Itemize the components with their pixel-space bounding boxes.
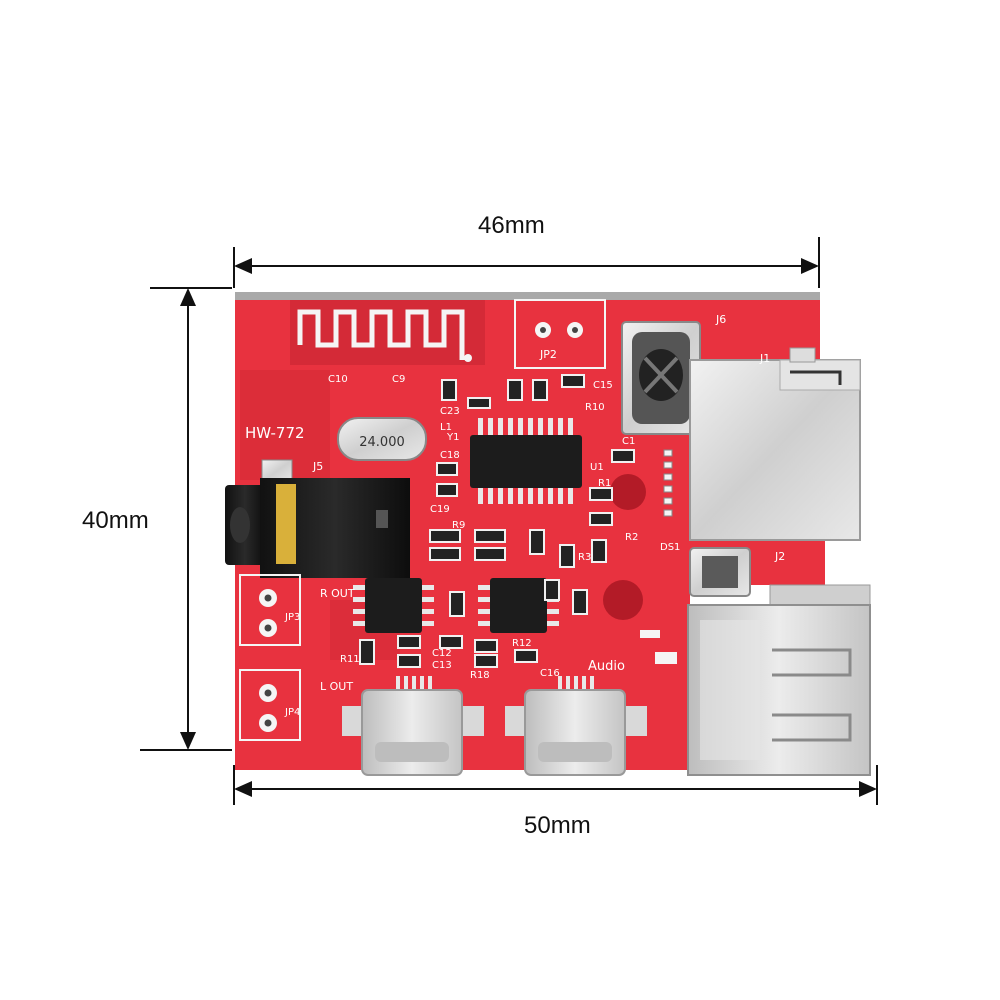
dimension-top: [233, 237, 820, 288]
j1-label: J1: [759, 352, 770, 365]
amplifier-chip-left: [353, 578, 434, 633]
r9-label: R9: [452, 520, 465, 531]
c18-label: C18: [440, 450, 460, 461]
r1-label: R1: [598, 478, 611, 489]
c19-label: C19: [430, 504, 450, 515]
r10-label: R10: [585, 402, 605, 413]
j5-label: J5: [312, 460, 323, 473]
dimension-bottom-label: 50mm: [524, 812, 591, 839]
audio-label: Audio: [588, 659, 625, 674]
crystal-oscillator: 24.000: [337, 417, 427, 461]
mounting-hole: [603, 580, 643, 620]
usb-a-port: [687, 584, 871, 776]
dimension-bottom: [233, 765, 878, 805]
bluetooth-chip: [470, 418, 582, 504]
dimension-top-label: 46mm: [478, 212, 545, 239]
jp2-pads: [514, 299, 606, 369]
micro-usb-port-left: [342, 676, 484, 776]
sd-card-slot: [663, 347, 861, 541]
micro-usb-port-right: [505, 676, 647, 776]
tactile-switch: [621, 321, 701, 435]
c12-label: C12: [432, 648, 452, 659]
smd-components: [359, 374, 677, 668]
l-out-label: L OUT: [320, 680, 353, 693]
dimension-height-label: 40mm: [82, 507, 149, 534]
mounting-hole: [610, 474, 646, 510]
y1-label: Y1: [446, 432, 459, 443]
model-label: HW-772: [245, 424, 305, 442]
c15-label: C15: [593, 380, 613, 391]
dimension-left: [140, 287, 232, 751]
jp3-label: JP3: [284, 612, 300, 623]
audio-jack: [225, 459, 410, 578]
l1-label: L1: [440, 422, 452, 433]
r-out-label: R OUT: [320, 587, 355, 600]
crystal-marking: 24.000: [359, 435, 405, 450]
c9-label: C9: [392, 374, 405, 385]
c16-label: C16: [540, 668, 560, 679]
c13-label: C13: [432, 660, 452, 671]
c1-label: C1: [622, 436, 635, 447]
r3-label: R3: [578, 552, 591, 563]
r2-label: R2: [625, 532, 638, 543]
output-pads: [239, 574, 301, 741]
j6-label: J6: [715, 313, 726, 326]
ds1-label: DS1: [660, 542, 680, 553]
c10-label: C10: [328, 374, 348, 385]
led-ds1: [689, 547, 751, 597]
r11-label: R11: [340, 654, 360, 665]
silkscreen-labels: HW-772 J5 J6 JP2 J1 J2 C10 C9 C23 L1 Y1 …: [245, 313, 785, 718]
j2-label: J2: [774, 550, 785, 563]
r18-label: R18: [470, 670, 490, 681]
u1-label: U1: [590, 462, 604, 473]
antenna-trace: [290, 300, 485, 365]
jp2-label: JP2: [539, 348, 557, 361]
r12-label: R12: [512, 638, 532, 649]
jp4-label: JP4: [284, 707, 300, 718]
c23-label: C23: [440, 406, 460, 417]
